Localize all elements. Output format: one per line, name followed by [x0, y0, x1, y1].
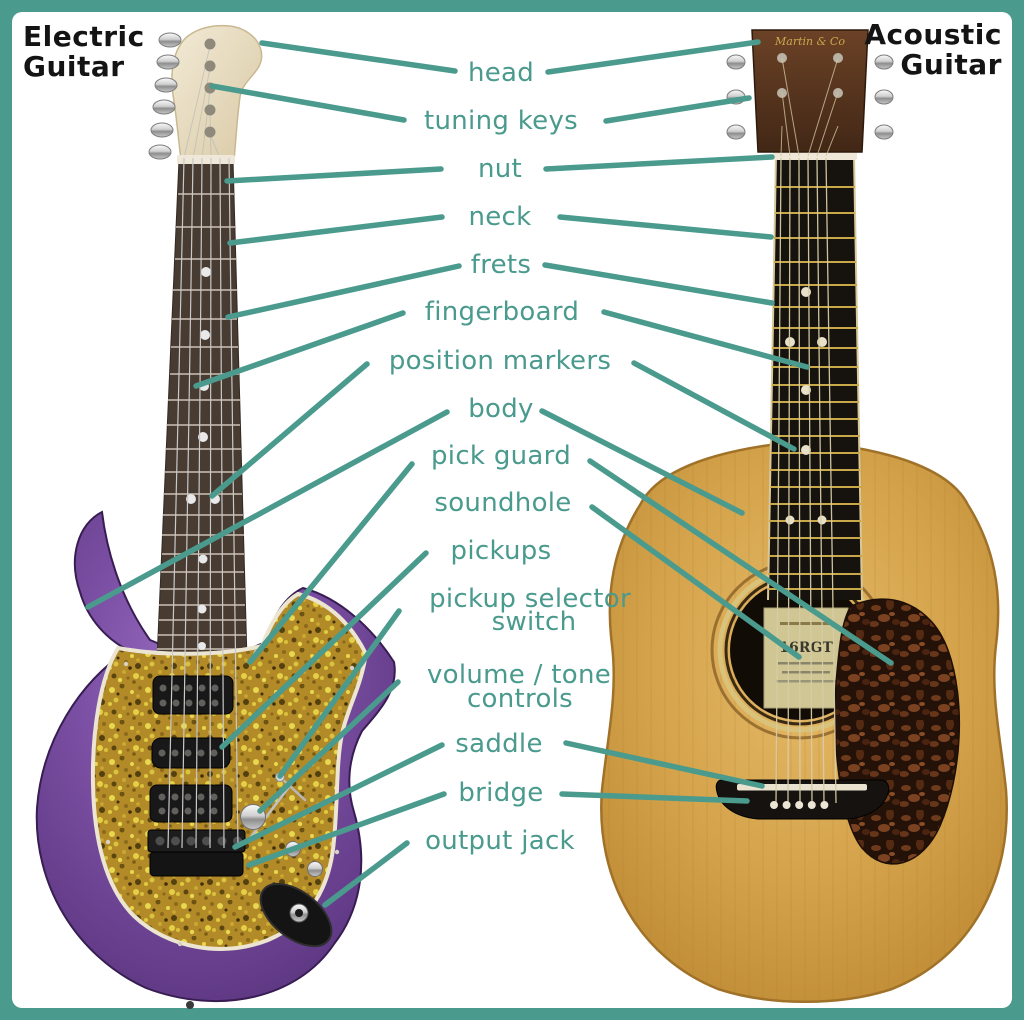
leader-frets-left — [225, 263, 462, 320]
label-saddle: saddle — [455, 729, 543, 759]
label-position-markers: position markers — [388, 346, 612, 376]
electric-frets — [157, 193, 247, 650]
leader-bridge-left — [246, 791, 447, 868]
leader-nut-right — [543, 154, 775, 172]
label-soundhole: soundhole — [434, 488, 572, 518]
label-neck: neck — [468, 202, 532, 232]
leader-lines — [85, 39, 894, 908]
acoustic-strings — [775, 157, 837, 804]
leader-tuning-left — [209, 83, 407, 123]
leader-fingerboard-left — [193, 310, 406, 389]
leader-saddle-left — [232, 742, 445, 850]
acoustic-nut — [773, 151, 857, 160]
acoustic-title-line1: Acoustic — [864, 18, 1002, 51]
electric-tone-knob-2 — [307, 861, 323, 877]
electric-title-line1: Electric — [23, 20, 145, 53]
acoustic-bridge — [715, 779, 890, 820]
electric-guitar-title: Electric Guitar — [23, 22, 145, 81]
acoustic-guitar-illustration: 16RGT — [600, 29, 1008, 1003]
label-bridge: bridge — [458, 778, 544, 808]
leader-nut-left — [224, 166, 444, 184]
martin-logo-text: Martin & Co — [774, 35, 845, 48]
label-nut: nut — [477, 154, 523, 184]
leader-neck-right — [557, 214, 774, 240]
leader-outputjack-left — [322, 840, 410, 908]
label-body: body — [468, 394, 534, 424]
acoustic-fingerboard — [768, 155, 862, 600]
label-frets: frets — [470, 250, 532, 280]
leader-tuning-right — [603, 95, 752, 124]
acoustic-headstock — [751, 29, 869, 153]
label-volume-tone-line2: controls — [466, 684, 574, 714]
leader-body-left — [85, 409, 450, 610]
leader-soundhole-right — [589, 504, 802, 660]
electric-nut — [177, 155, 235, 164]
acoustic-frets — [768, 186, 862, 590]
leader-body-right — [539, 408, 745, 516]
leader-position-left — [209, 361, 370, 499]
label-tuning-keys: tuning keys — [424, 106, 578, 136]
electric-fingerboard — [156, 159, 248, 661]
leader-frets-right — [542, 262, 775, 306]
electric-bridge-pickup — [149, 784, 233, 823]
leader-neck-left — [227, 214, 445, 246]
electric-guitar-illustration — [35, 24, 396, 1009]
electric-neck-pickup — [152, 675, 234, 715]
label-pickups: pickups — [450, 536, 552, 566]
acoustic-guitar-title: Acoustic Guitar — [864, 20, 1002, 79]
leader-volume-left — [257, 679, 401, 814]
acoustic-saddle — [737, 784, 867, 791]
label-output-jack: output jack — [425, 826, 575, 856]
leader-pickguard-left — [247, 461, 415, 665]
label-volume-tone-line1: volume / tone — [426, 660, 612, 690]
leader-saddle-right — [563, 740, 765, 789]
leader-bridge-right — [559, 791, 750, 804]
electric-strings — [167, 157, 239, 849]
electric-title-line2: Guitar — [23, 49, 125, 83]
acoustic-title-line2: Guitar — [900, 47, 1002, 81]
electric-position-markers — [186, 267, 220, 650]
leader-pickups-left — [219, 550, 429, 750]
electric-headstock — [171, 24, 263, 161]
leader-head-left — [259, 40, 458, 74]
label-pickup-selector-line1: pickup selector — [429, 584, 631, 614]
leader-pickguard-right — [587, 458, 894, 666]
leader-position-right — [631, 360, 797, 452]
electric-tuning-keys — [148, 32, 182, 160]
label-head: head — [467, 58, 535, 88]
leader-fingerboard-right — [601, 309, 810, 370]
label-pick-guard: pick guard — [431, 441, 571, 471]
label-fingerboard: fingerboard — [424, 297, 580, 327]
label-pickup-selector-line2: switch — [491, 607, 577, 637]
strap-button — [186, 1001, 194, 1009]
leader-selector-left — [277, 608, 402, 779]
acoustic-headstock-strings — [780, 57, 839, 157]
leader-head-right — [545, 39, 761, 75]
